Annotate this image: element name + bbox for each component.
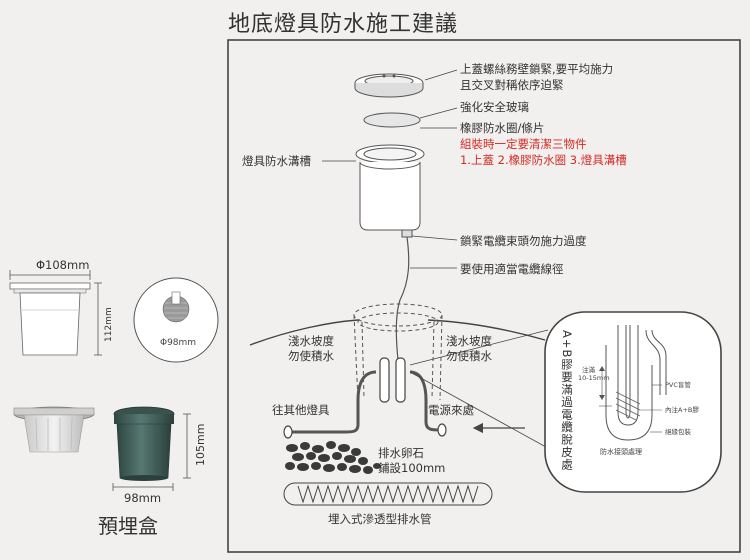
cap-top-view [133,277,219,363]
box-title: 預埋盒 [98,514,158,538]
box-height-label: 105mm [194,423,207,466]
groove-callout: 燈具防水溝槽 [242,154,311,168]
lid-callout: 上蓋螺絲務壁鎖緊,要平均施力 [460,62,614,76]
cap-diameter-label: Φ98mm [160,338,197,348]
ground-surface [249,319,546,346]
gravel-label: 排水卵石 [378,446,424,460]
lid-callout-2: 且交叉對稱依序迫緊 [460,78,564,92]
drain-pipe-label: 埋入式滲透型排水管 [328,512,432,526]
embedded-box-photos [13,406,191,491]
detail-waterproof-joint [544,311,722,493]
fixture-technical-drawing [9,270,102,356]
slope-left-label: 淺水坡度 [288,334,334,348]
gasket-callout: 橡膠防水圈/條片 [460,121,545,135]
drainage-gravel [285,441,381,474]
cable-junction [283,357,447,439]
glass-callout: 強化安全玻璃 [460,100,529,114]
page-title: 地底燈具防水施工建議 [228,12,459,37]
top-diameter-label: Φ108mm [36,258,90,272]
slope-right-label: 淺水坡度 [446,334,492,348]
drain-pipe [283,482,493,506]
to-other-lamps-label: 往其他燈具 [272,403,330,417]
height-label: 112mm [104,307,114,342]
box-width-label: 98mm [124,491,162,505]
ab-glue-label: 內注A+B膠 [665,406,699,414]
cable-callout: 要使用適當電纜線徑 [460,262,564,276]
slope-right-label-2: 勿使積水 [446,349,492,363]
glue-vertical-note: A+B膠要滿過電纜脫皮處 [560,330,574,471]
clamp-callout: 鎖緊電纜束頭勿施力過度 [460,234,587,248]
exploded-lamp [354,73,425,361]
parts-list: 1.上蓋 2.橡膠防水圈 3.燈具溝槽 [460,153,627,167]
power-source-label: 電源來處 [428,403,474,417]
pvc-label: PVC盲管 [665,381,691,389]
tape-label: 絕緣包裝 [665,428,691,436]
fill-note-2: 10-15mm [578,374,610,382]
gravel-label-2: 鋪設100mm [378,461,446,475]
fill-note-1: 注滿 [582,366,595,374]
slope-left-label-2: 勿使積水 [288,349,334,363]
detail-caption: 防水接頭處理 [600,448,642,456]
notice-text: 組裝時一定要清潔三物件 [460,137,587,151]
